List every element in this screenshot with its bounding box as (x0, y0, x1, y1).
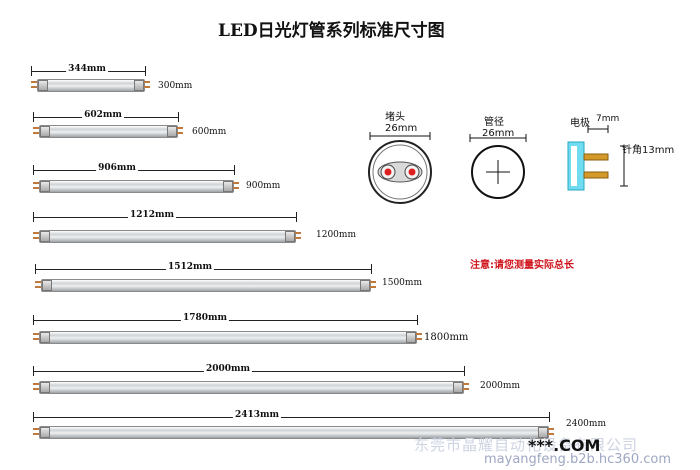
tube-body (39, 230, 296, 243)
watermark-url: mayangfeng.b2b.hc360.com (484, 452, 671, 467)
overall-length-label: 602mm (82, 110, 124, 120)
nominal-length-label: 300mm (158, 81, 193, 91)
pin-icon (416, 333, 422, 335)
pin-icon (33, 338, 39, 340)
pin-icon (295, 237, 301, 239)
diameter-label: 管径 (484, 117, 504, 128)
pin-icon (233, 187, 239, 189)
tube-body (39, 381, 464, 394)
overall-length-label: 1212mm (127, 210, 177, 220)
pin-icon (33, 333, 39, 335)
tube-body (39, 331, 417, 344)
dimension-line (33, 412, 550, 422)
overall-length-label: 906mm (96, 163, 138, 173)
pin-icon (370, 281, 376, 283)
electrode-size-label: 7mm (596, 114, 620, 124)
pin-icon (144, 86, 150, 88)
end-cap-left (40, 427, 50, 438)
end-cap-right (406, 332, 416, 343)
pin-icon (33, 132, 39, 134)
end-cap-left (40, 231, 50, 242)
pin-icon (33, 428, 39, 430)
pin-icon (144, 81, 150, 83)
tube-body (41, 279, 371, 292)
pin-icon (548, 428, 554, 430)
electrode-side-view (567, 125, 628, 191)
nominal-length-label: 1500mm (382, 278, 422, 288)
nominal-length-label: 1200mm (316, 230, 356, 240)
watermark-company: 东莞市晶耀自动化设备有限公司 (414, 436, 639, 454)
nominal-length-label: 600mm (192, 127, 227, 137)
endcap-size-label: 26mm (385, 123, 418, 134)
end-cap-left (40, 382, 50, 393)
pin-icon (35, 286, 41, 288)
end-cap-right (453, 382, 463, 393)
end-cap-left (42, 280, 52, 291)
end-cap-left (40, 126, 50, 137)
end-cap-left (40, 181, 50, 192)
pin-icon (233, 182, 239, 184)
nominal-length-label: 2000mm (480, 381, 520, 391)
pin-icon (416, 338, 422, 340)
end-cap-right (134, 80, 144, 91)
pin-icon (463, 383, 469, 385)
tube-diameter-cross-section (469, 134, 527, 199)
end-cap-right (538, 427, 548, 438)
end-cap-right (360, 280, 370, 291)
end-cap-right (285, 231, 295, 242)
tube-body (39, 125, 178, 138)
pin-icon (177, 127, 183, 129)
pin-icon (33, 237, 39, 239)
tube-body (37, 79, 145, 92)
pin-icon (177, 132, 183, 134)
tube-body (39, 180, 234, 193)
overall-length-label: 1780mm (180, 313, 230, 323)
tube-body (39, 426, 549, 439)
page-title: LED日光灯管系列标准尺寸图 (218, 21, 445, 41)
diameter-size-label: 26mm (482, 128, 515, 139)
watermark-domain: ***.COM (528, 436, 601, 455)
overall-length-label: 344mm (66, 64, 108, 74)
end-cap-right (167, 126, 177, 137)
endcap-label: 堵头 (385, 112, 405, 123)
nominal-length-label: 900mm (246, 181, 281, 191)
pin-icon (33, 433, 39, 435)
pin-icon (33, 232, 39, 234)
nominal-length-label: 2400mm (566, 419, 606, 429)
end-cap-left (40, 332, 50, 343)
pin-icon (35, 281, 41, 283)
overall-length-label: 2413mm (232, 410, 282, 420)
pin-icon (295, 232, 301, 234)
pin-icon (33, 127, 39, 129)
pin-icon (463, 388, 469, 390)
pin-icon (33, 182, 39, 184)
overall-length-label: 2000mm (203, 364, 253, 374)
pin-icon (33, 383, 39, 385)
pin-icon (33, 388, 39, 390)
pin-icon (370, 286, 376, 288)
end-cap-right (223, 181, 233, 192)
measurement-note: 注意:请您测量实际总长 (470, 260, 574, 271)
pin-icon (548, 433, 554, 435)
nominal-length-label: 1800mm (424, 332, 469, 343)
pin-icon (31, 86, 37, 88)
pin-icon (31, 81, 37, 83)
electrode-label: 电极 (570, 118, 590, 129)
endcap-cross-section (368, 132, 432, 204)
pin-icon (33, 187, 39, 189)
end-cap-left (38, 80, 48, 91)
overall-length-label: 1512mm (165, 262, 215, 272)
pin-length-label: 针角13mm (622, 145, 675, 156)
